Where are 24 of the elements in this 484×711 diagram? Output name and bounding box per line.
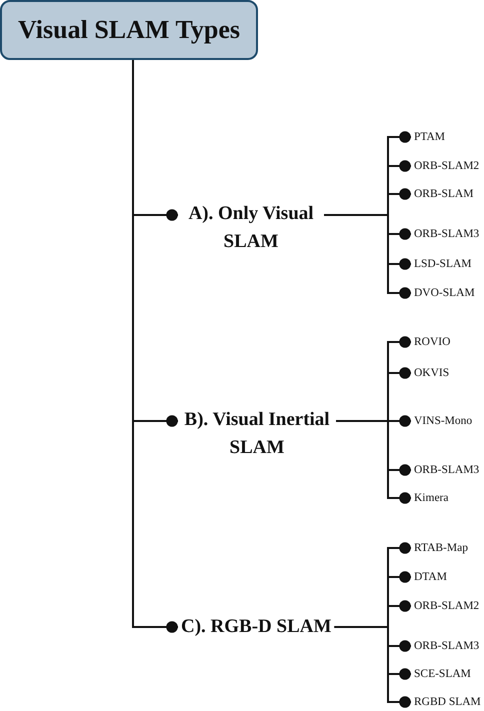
method-label: OKVIS [414,365,450,381]
connector-line [334,626,411,708]
method-label: ORB-SLAM3 [414,226,480,242]
method-label: RTAB-Map [414,540,468,556]
method-label: SCE-SLAM [414,666,471,682]
title-text: Visual SLAM Types [18,14,240,46]
method-label: LSD-SLAM [414,256,472,272]
method-label: RGBD SLAM [414,694,481,710]
method-label: DVO-SLAM [414,285,475,301]
method-label: ORB-SLAM3 [414,462,480,478]
method-label: VINS-Mono [414,413,472,429]
title-box [0,0,258,60]
category-label: B). Visual Inertial SLAM [181,406,333,462]
category-label: A). Only Visual SLAM [181,200,321,256]
method-label: ORB-SLAM [414,186,474,202]
method-label: ORB-SLAM2 [414,598,480,614]
category-label: C). RGB-D SLAM [181,613,332,641]
method-label: ORB-SLAM3 [414,638,480,654]
method-label: PTAM [414,129,446,145]
connector-line [324,214,411,299]
method-label: Kimera [414,490,448,506]
method-label: ORB-SLAM2 [414,158,480,174]
method-label: ROVIO [414,334,450,350]
method-label: DTAM [414,569,447,585]
